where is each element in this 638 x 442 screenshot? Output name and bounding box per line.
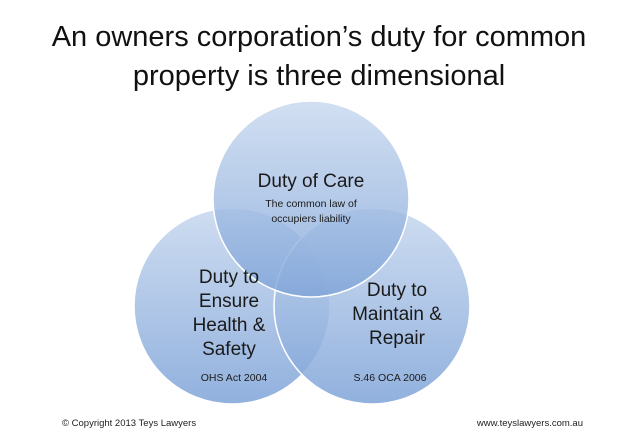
health-safety-title-line-1: Duty to — [198, 267, 260, 288]
footer-copyright: © Copyright 2013 Teys Lawyers — [62, 418, 197, 429]
health-safety-title-line-4: Safety — [202, 339, 256, 360]
slide-title-line-1: An owners corporation’s duty for common — [51, 21, 587, 53]
maintain-repair-title-line-1: Duty to — [366, 280, 428, 301]
health-safety-title-line-2: Ensure — [198, 291, 260, 312]
footer-website: www.teyslawyers.com.au — [476, 418, 583, 429]
duty-of-care-title: Duty of Care — [257, 171, 365, 192]
maintain-repair-subtitle: S.46 OCA 2006 — [353, 372, 427, 384]
maintain-repair-title: Duty to Maintain & Repair — [322, 279, 472, 351]
health-safety-subtitle: OHS Act 2004 — [200, 372, 268, 384]
duty-of-care-subtitle-line-2: occupiers liability — [271, 213, 351, 225]
health-safety-title-line-3: Health & — [192, 315, 266, 336]
maintain-repair-title-line-2: Maintain & — [352, 304, 442, 325]
venn-circle-duty-of-care — [212, 100, 410, 298]
duty-of-care-subtitle-line-1: The common law of — [265, 198, 357, 210]
maintain-repair-title-line-3: Repair — [369, 328, 425, 349]
slide-title-line-2: property is three dimensional — [132, 60, 506, 92]
slide-title: An owners corporation’s duty for common … — [10, 18, 628, 96]
duty-of-care-subtitle: The common law of occupiers liability — [211, 197, 411, 227]
health-safety-title: Duty to Ensure Health & Safety — [164, 266, 294, 362]
